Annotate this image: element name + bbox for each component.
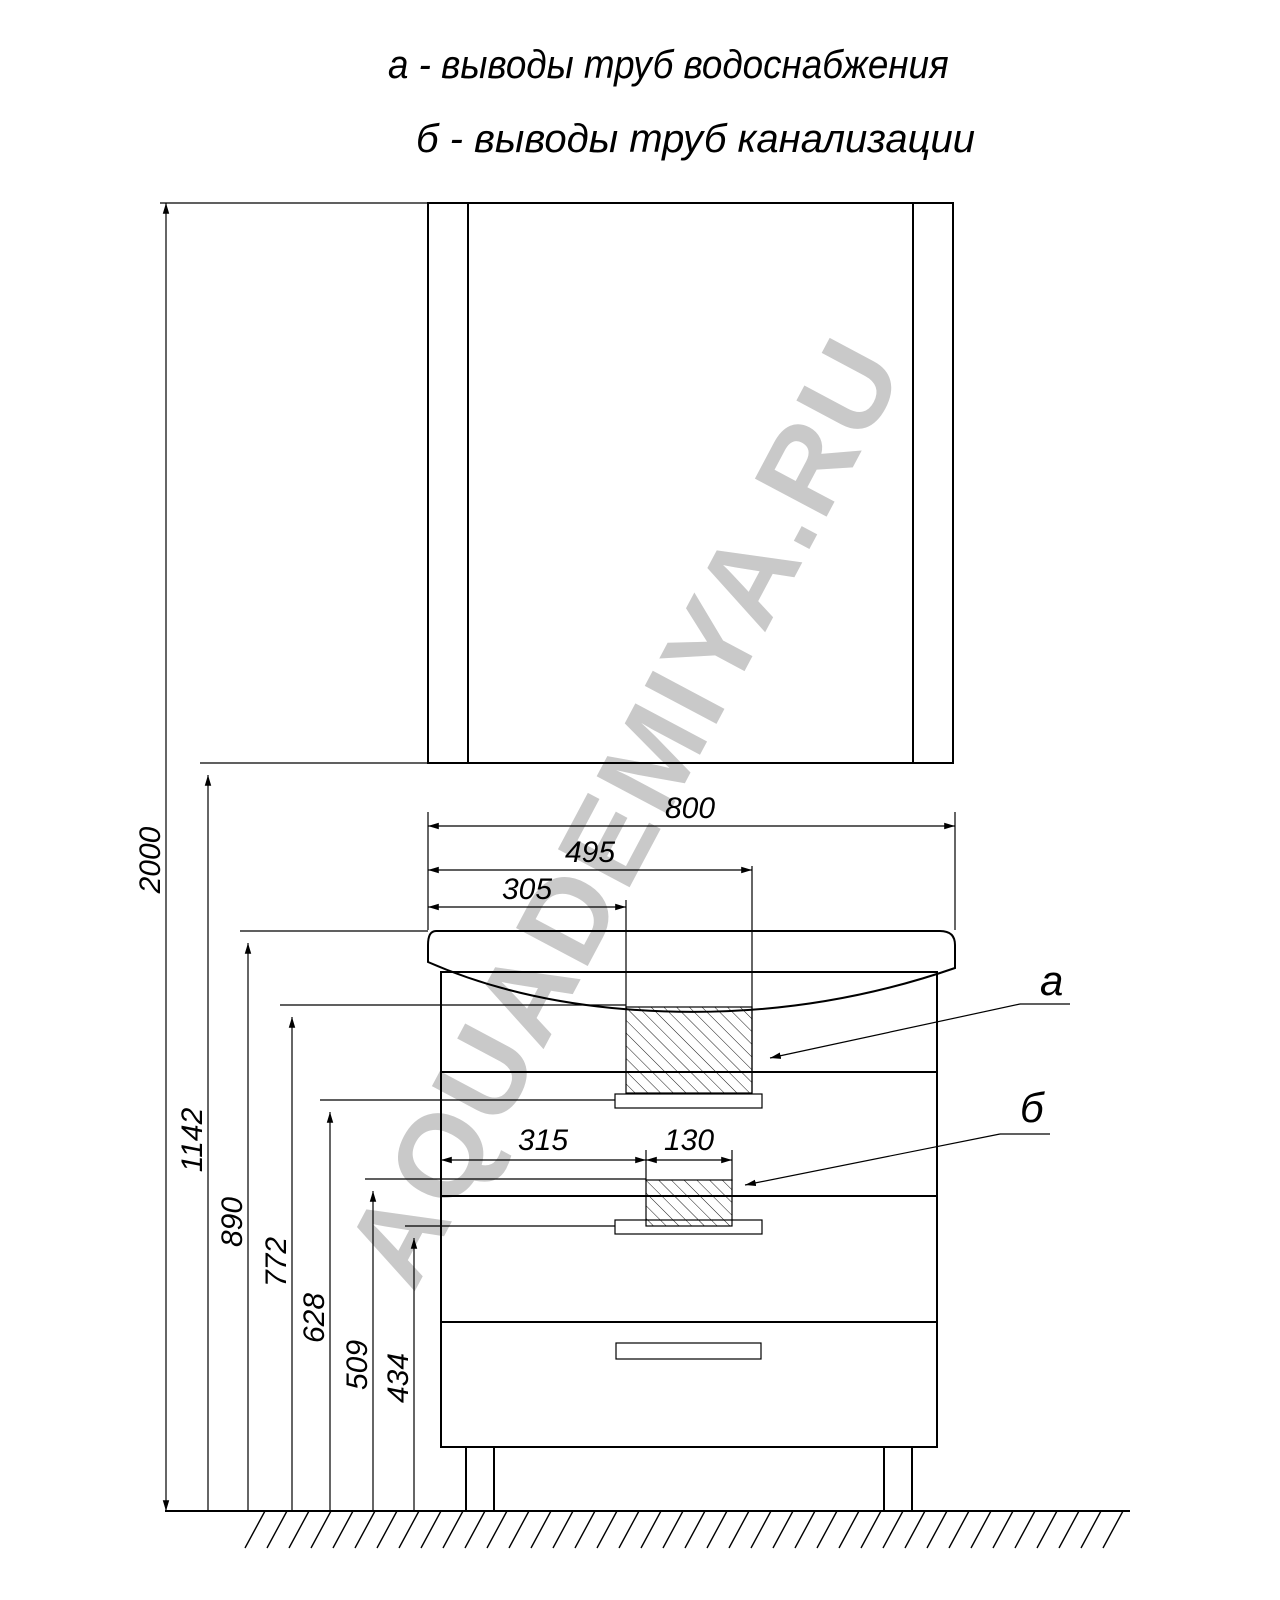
floor-hatch-stroke — [508, 1510, 530, 1549]
floor-hatch-stroke — [838, 1510, 860, 1549]
floor-hatch-stroke — [1036, 1510, 1058, 1549]
floor-hatch-stroke — [706, 1510, 728, 1549]
legend-line-b: б - выводы труб канализации — [416, 117, 975, 161]
dim-495: 495 — [565, 836, 615, 869]
dim-1142: 1142 — [176, 1107, 209, 1172]
watermark: AQUADEMIYA.RU — [320, 316, 930, 1306]
dim-890: 890 — [216, 1197, 249, 1247]
dim-772: 772 — [260, 1237, 293, 1287]
floor-hatch-stroke — [288, 1510, 310, 1549]
floor-hatch-stroke — [1080, 1510, 1102, 1549]
floor-hatch-stroke — [684, 1510, 706, 1549]
dim-305: 305 — [502, 873, 552, 906]
callout-a: а — [1040, 957, 1063, 1004]
callout-leaders — [744, 1003, 1070, 1187]
floor-hatch-stroke — [860, 1510, 882, 1549]
floor-hatch-stroke — [310, 1510, 332, 1549]
floor-hatch-stroke — [772, 1510, 794, 1549]
dim-315: 315 — [518, 1124, 568, 1157]
floor-hatch-stroke — [640, 1510, 662, 1549]
dim-434: 434 — [382, 1353, 415, 1403]
floor-hatch-stroke — [970, 1510, 992, 1549]
floor-hatch-stroke — [464, 1510, 486, 1549]
floor-hatch-stroke — [816, 1510, 838, 1549]
callout-b: б — [1020, 1084, 1045, 1131]
floor-hatch-stroke — [574, 1510, 596, 1549]
dim-2000: 2000 — [134, 826, 167, 894]
vertical-dimensions — [160, 202, 646, 1511]
horizontal-dimensions — [427, 812, 956, 1164]
floor-hatch-stroke — [992, 1510, 1014, 1549]
floor — [165, 1510, 1130, 1549]
legend-line-a: а - выводы труб водоснабжения — [388, 43, 949, 88]
mirror-cabinet — [427, 202, 954, 764]
floor-hatch-stroke — [750, 1510, 772, 1549]
floor-hatch-stroke — [1102, 1510, 1124, 1549]
floor-hatch-stroke — [926, 1510, 948, 1549]
dim-628: 628 — [298, 1293, 331, 1343]
floor-hatch-stroke — [882, 1510, 904, 1549]
floor-hatch-stroke — [376, 1510, 398, 1549]
floor-hatch-stroke — [530, 1510, 552, 1549]
floor-hatch-stroke — [420, 1510, 442, 1549]
floor-hatch-stroke — [332, 1510, 354, 1549]
floor-hatch-stroke — [486, 1510, 508, 1549]
floor-hatch-stroke — [794, 1510, 816, 1549]
floor-hatch-stroke — [596, 1510, 618, 1549]
floor-hatch-stroke — [442, 1510, 464, 1549]
floor-hatch-stroke — [728, 1510, 750, 1549]
floor-hatch-stroke — [904, 1510, 926, 1549]
floor-hatch-stroke — [552, 1510, 574, 1549]
floor-hatch-stroke — [244, 1510, 266, 1549]
floor-hatch-stroke — [618, 1510, 640, 1549]
floor-hatch-stroke — [266, 1510, 288, 1549]
dim-800: 800 — [665, 792, 715, 825]
dim-130: 130 — [664, 1124, 714, 1157]
floor-hatch-stroke — [1014, 1510, 1036, 1549]
floor-hatch-stroke — [948, 1510, 970, 1549]
floor-hatch-stroke — [398, 1510, 420, 1549]
dim-509: 509 — [341, 1340, 374, 1390]
floor-hatch-stroke — [662, 1510, 684, 1549]
floor-hatch-stroke — [1058, 1510, 1080, 1549]
floor-hatch-stroke — [354, 1510, 376, 1549]
